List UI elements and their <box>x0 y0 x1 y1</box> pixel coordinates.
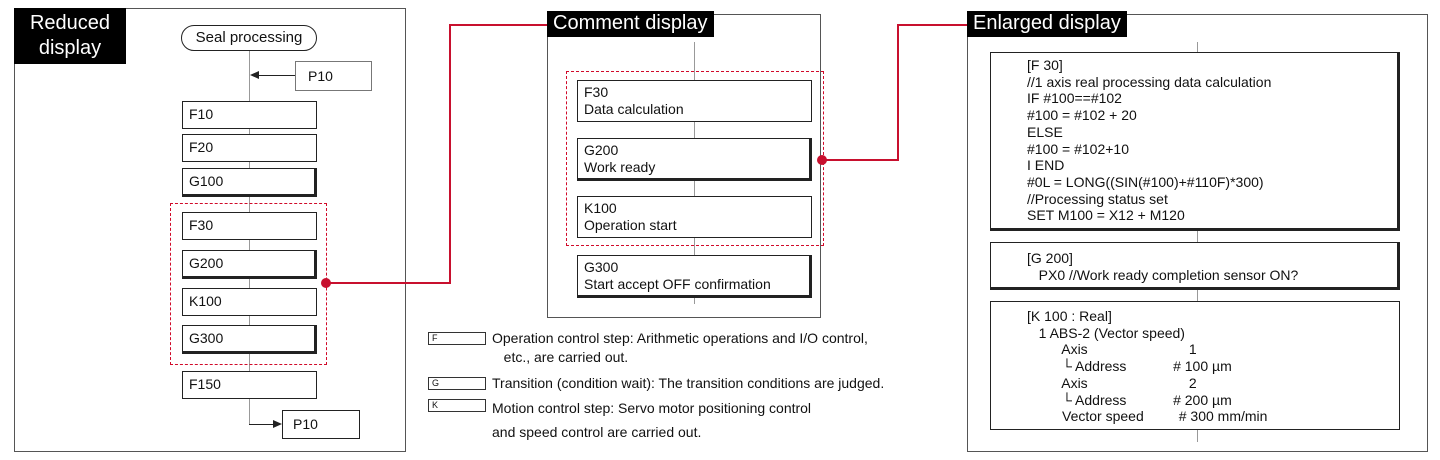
comment-step-f30-label: Data calculation <box>584 101 684 117</box>
reduced-step-g100[interactable]: G100 <box>182 168 317 197</box>
enlarged-block-f30[interactable]: [F 30] //1 axis real processing data cal… <box>990 52 1400 231</box>
connector-dot-reduced <box>321 278 331 288</box>
comment-step-k100-code: K100 <box>584 200 617 216</box>
seal-processing-start: Seal processing <box>181 25 317 51</box>
comment-step-f30-code: F30 <box>584 84 609 100</box>
connector-line-2b <box>897 24 899 161</box>
comment-display-title: Comment display <box>547 11 714 37</box>
reduced-step-f20[interactable]: F20 <box>182 134 317 162</box>
jump-in-arrow-icon <box>250 71 259 79</box>
jump-out-arrow-icon <box>273 420 282 428</box>
comment-step-g200-label: Work ready <box>584 159 656 175</box>
comment-step-g300-code: G300 <box>584 259 619 275</box>
reduced-step-f10[interactable]: F10 <box>182 101 317 129</box>
comment-step-g200-code: G200 <box>584 142 619 158</box>
jump-out-line <box>249 424 274 425</box>
connector-line-1c <box>449 24 547 26</box>
connector-line-1b <box>449 24 451 284</box>
connector-line-1a <box>328 282 450 284</box>
legend-key-f: F <box>428 332 486 345</box>
jump-out-box: P10 <box>282 410 360 439</box>
reduced-step-k100[interactable]: K100 <box>182 288 317 316</box>
legend-text-f: Operation control step: Arithmetic opera… <box>492 330 868 365</box>
legend-text-k: Motion control step: Servo motor positio… <box>492 400 812 440</box>
connector-line-2c <box>897 24 967 26</box>
comment-step-g300-label: Start accept OFF confirmation <box>584 276 771 292</box>
legend-key-k: K <box>428 399 486 412</box>
reduced-step-g200[interactable]: G200 <box>182 250 317 279</box>
reduced-step-f150[interactable]: F150 <box>182 371 317 399</box>
legend-text-g: Transition (condition wait): The transit… <box>492 375 885 391</box>
enlarged-block-k100[interactable]: [K 100 : Real] 1 ABS-2 (Vector speed) Ax… <box>990 301 1400 430</box>
jump-in-box: P10 <box>295 61 372 91</box>
reduced-step-g300[interactable]: G300 <box>182 325 317 354</box>
comment-step-k100-label: Operation start <box>584 217 677 233</box>
enlarged-display-title: Enlarged display <box>967 11 1127 37</box>
connector-line-2a <box>824 159 899 161</box>
reduced-display-title: Reduced display <box>14 8 126 64</box>
legend-key-g: G <box>428 377 486 390</box>
jump-in-line <box>258 75 295 76</box>
enlarged-block-g200[interactable]: [G 200] PX0 //Work ready completion sens… <box>990 242 1400 290</box>
connector-dot-comment <box>817 155 827 165</box>
reduced-step-f30[interactable]: F30 <box>182 212 317 240</box>
